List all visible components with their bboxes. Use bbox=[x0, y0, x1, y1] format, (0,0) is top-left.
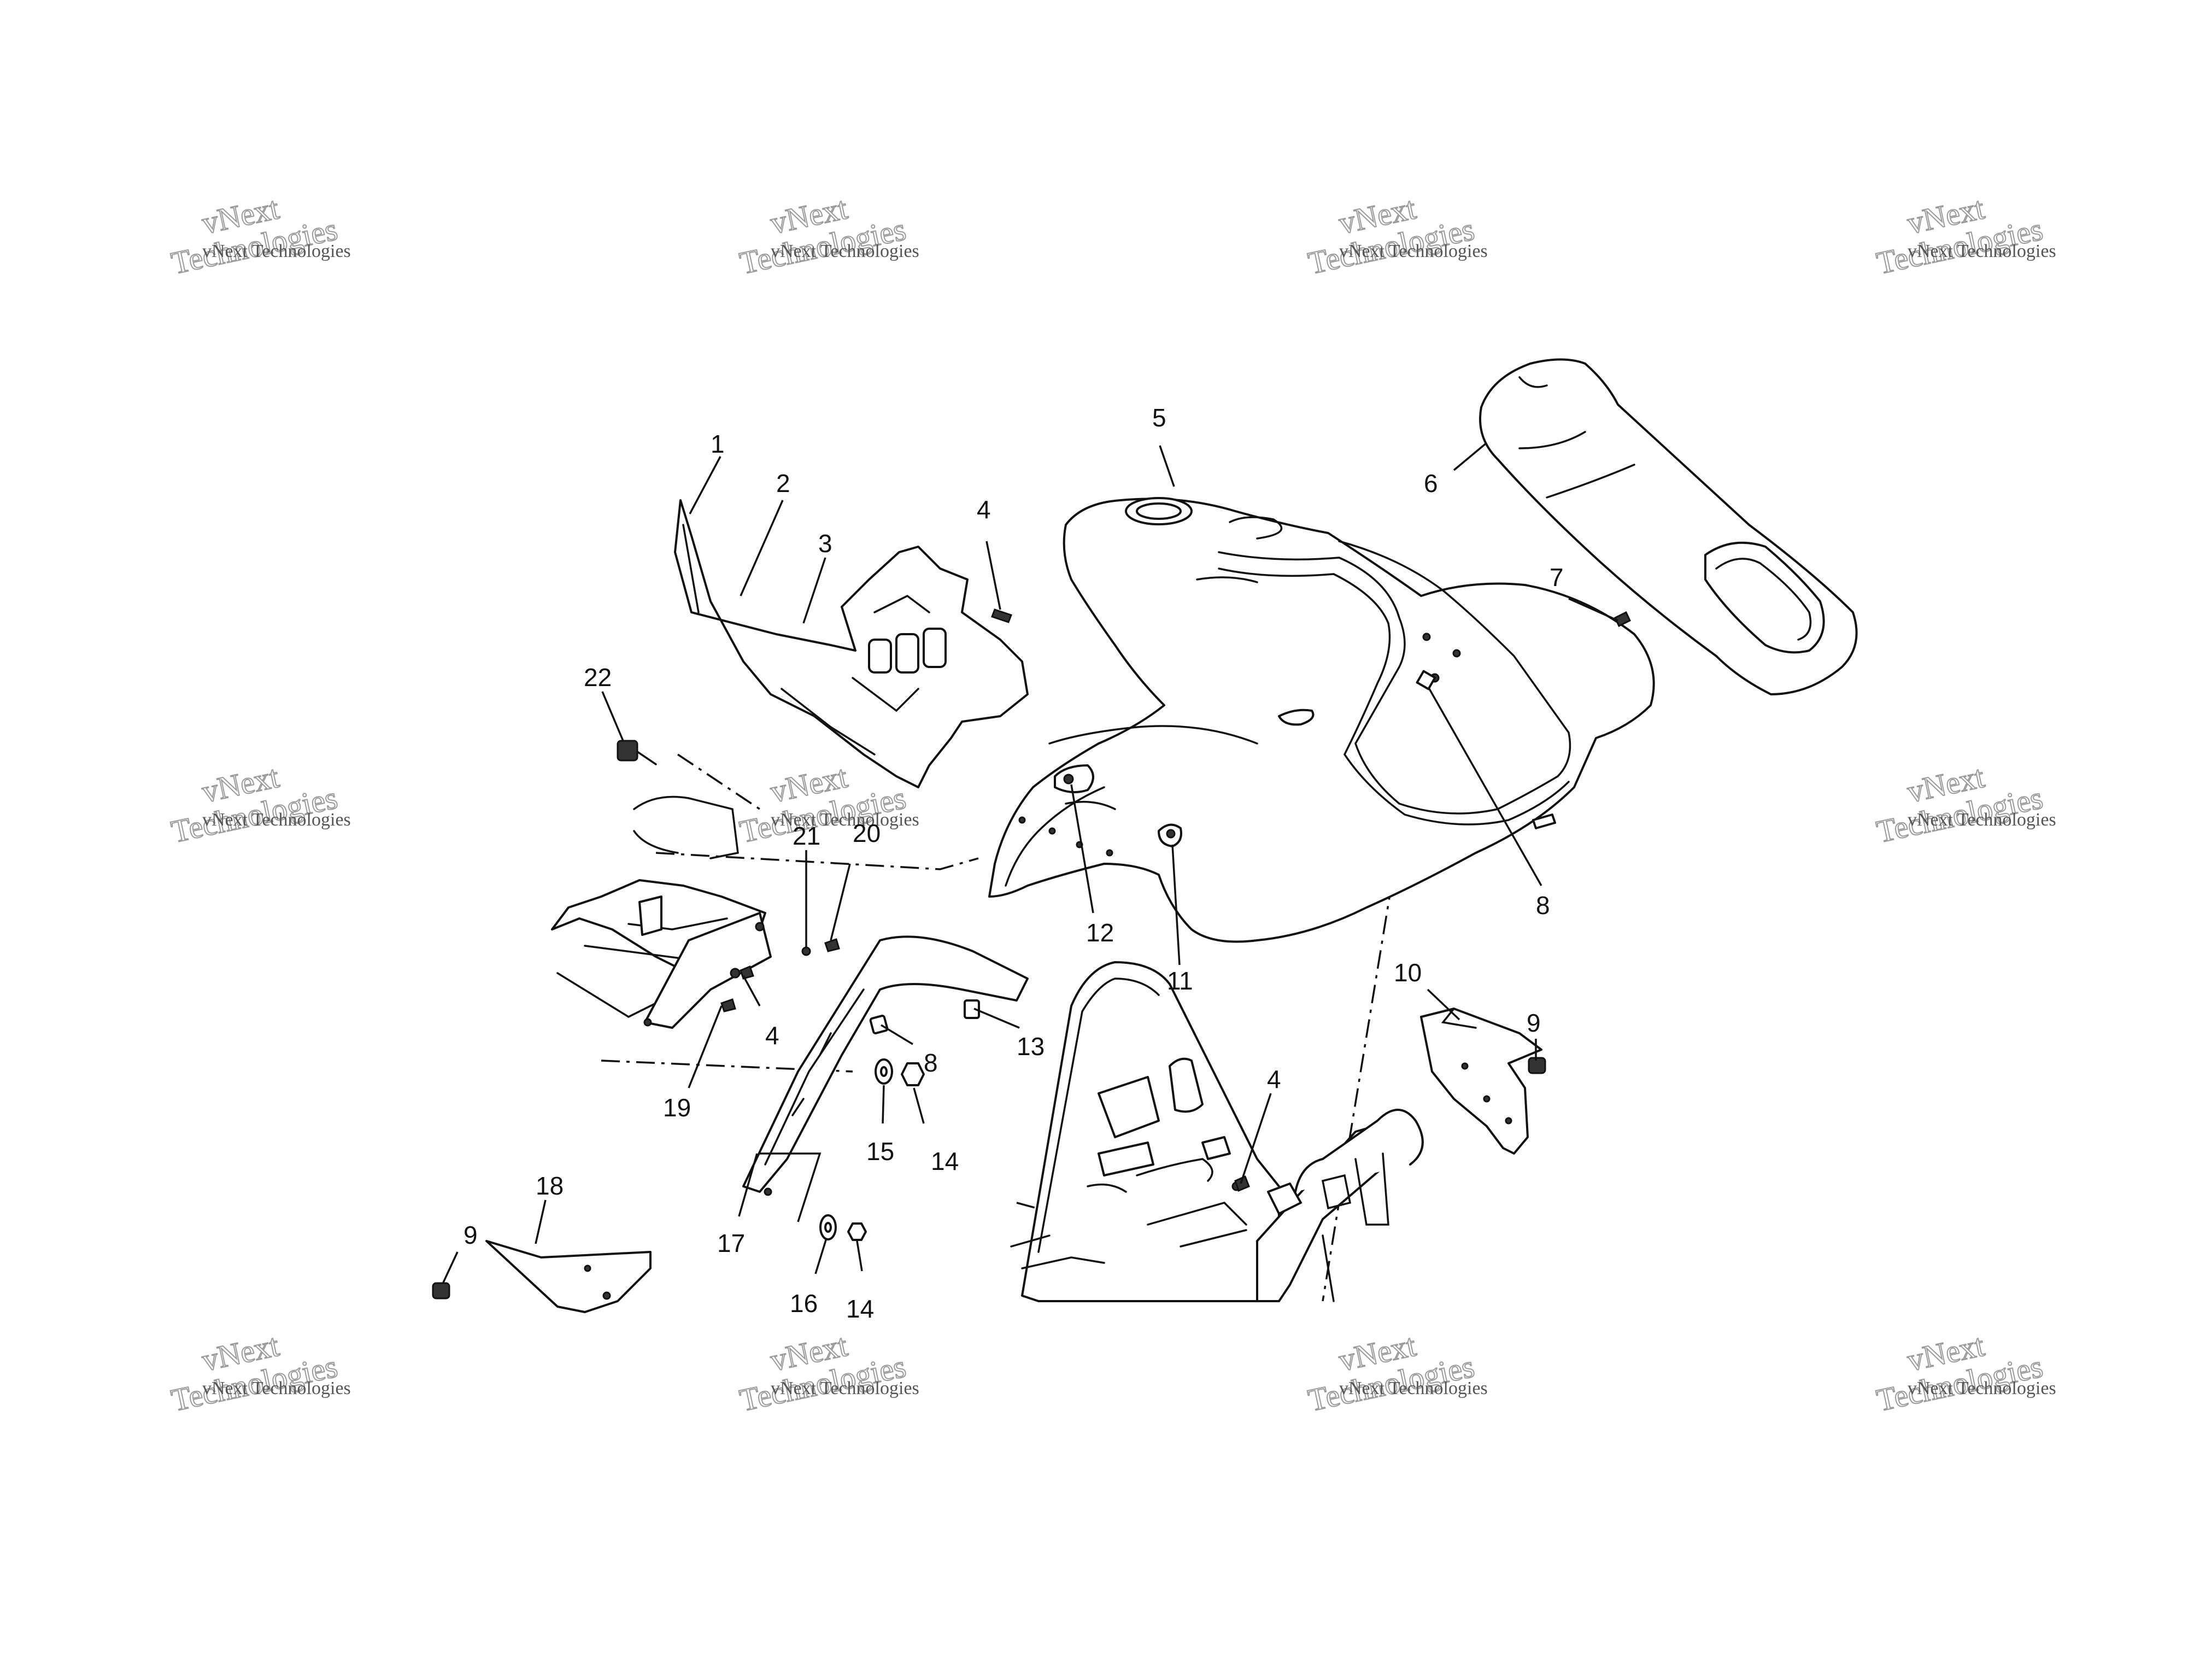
callout-20: 20 bbox=[853, 819, 881, 847]
callout-4-top: 4 bbox=[977, 495, 991, 524]
callout-8-right: 8 bbox=[1536, 891, 1550, 920]
watermark-small: vNext Technologies bbox=[1339, 241, 1488, 261]
callout-8-middle: 8 bbox=[924, 1049, 938, 1077]
watermark-small: vNext Technologies bbox=[202, 1378, 351, 1398]
callout-12: 12 bbox=[1086, 918, 1114, 947]
watermark-small: vNext Technologies bbox=[202, 241, 351, 261]
callout-13: 13 bbox=[1017, 1032, 1045, 1061]
watermark-small: vNext Technologies bbox=[771, 1378, 919, 1398]
callout-5: 5 bbox=[1152, 403, 1166, 432]
front-left-panel bbox=[674, 499, 1029, 788]
callout-3: 3 bbox=[818, 529, 832, 558]
footrest-strip bbox=[742, 935, 1029, 1196]
watermark-small: vNext Technologies bbox=[202, 810, 351, 830]
leader-lines bbox=[442, 442, 1618, 1284]
callout-17: 17 bbox=[717, 1229, 745, 1257]
callout-21: 21 bbox=[793, 822, 820, 850]
callout-4-left: 4 bbox=[765, 1021, 779, 1050]
watermark-small: vNext Technologies bbox=[771, 810, 919, 830]
left-footwell bbox=[551, 795, 772, 1029]
watermark-small: vNext Technologies bbox=[1908, 241, 2056, 261]
callout-9-right: 9 bbox=[1527, 1009, 1541, 1037]
callout-14-lower: 14 bbox=[846, 1295, 874, 1323]
watermark-small: vNext Technologies bbox=[1339, 1378, 1488, 1398]
callout-10: 10 bbox=[1394, 958, 1422, 987]
callout-4-frame: 4 bbox=[1267, 1065, 1281, 1093]
callout-16: 16 bbox=[790, 1289, 818, 1318]
callout-6: 6 bbox=[1424, 469, 1438, 497]
callout-7: 7 bbox=[1550, 563, 1564, 592]
watermark-small: vNext Technologies bbox=[1908, 810, 2056, 830]
callout-2: 2 bbox=[776, 469, 790, 497]
callout-9-lower: 9 bbox=[463, 1221, 478, 1249]
callout-18: 18 bbox=[536, 1172, 564, 1200]
callout-14-middle: 14 bbox=[931, 1147, 959, 1175]
front-fender-body bbox=[988, 497, 1655, 943]
callout-19: 19 bbox=[663, 1093, 691, 1122]
rear-cover-seat bbox=[1479, 358, 1858, 695]
hardware bbox=[432, 608, 1631, 1299]
watermark-small: vNext Technologies bbox=[1908, 1378, 2056, 1398]
chassis-frame bbox=[1010, 961, 1424, 1302]
callout-15: 15 bbox=[866, 1137, 894, 1166]
right-bracket bbox=[1420, 1008, 1542, 1155]
callout-1: 1 bbox=[711, 430, 725, 458]
callout-22: 22 bbox=[584, 663, 612, 692]
watermark-small: vNext Technologies bbox=[771, 241, 919, 261]
callout-labels: 1 2 3 4 5 6 7 8 9 10 11 12 13 8 4 4 14 1… bbox=[463, 403, 1564, 1323]
callout-11: 11 bbox=[1167, 967, 1193, 995]
lower-left-bracket bbox=[485, 1240, 652, 1313]
